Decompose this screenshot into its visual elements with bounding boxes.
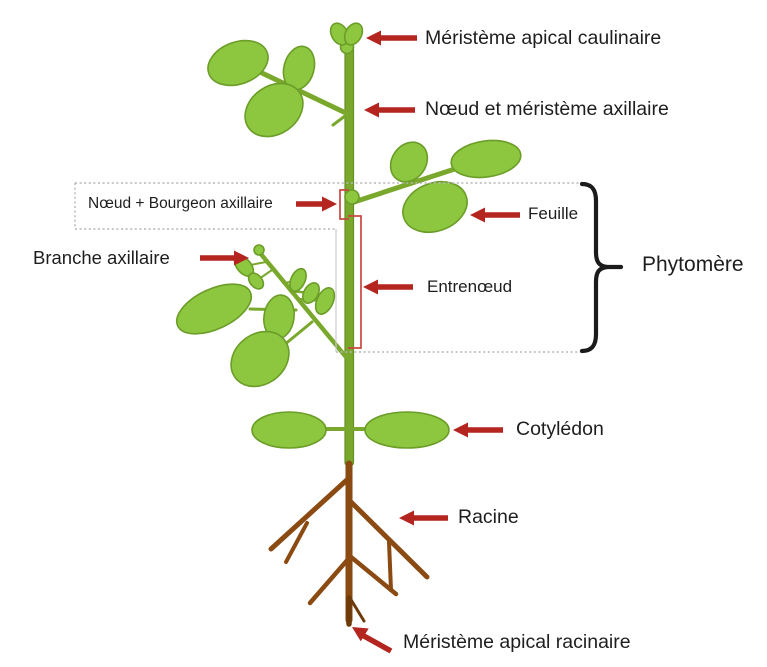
branch-tip-bud <box>253 244 265 256</box>
arrow-axillary-branch <box>200 250 249 266</box>
leaf <box>389 141 429 183</box>
label-phytomere: Phytomère <box>642 253 744 276</box>
label-node-axillary-bud: Nœud + Bourgeon axillaire <box>88 195 273 212</box>
phytomere-guides <box>74 182 584 353</box>
label-root-apical-meristem: Méristème apical racinaire <box>403 631 631 653</box>
node-red-bracket <box>339 189 349 220</box>
cotyledons <box>251 411 450 449</box>
leaf <box>244 82 304 138</box>
axillary-branch-plant <box>175 244 349 388</box>
label-cotyledon: Cotylédon <box>516 418 604 440</box>
cotyledon-right <box>364 411 450 449</box>
leaf <box>175 283 253 335</box>
arrow-root-apical-meristem <box>352 627 393 654</box>
leaf <box>230 330 290 388</box>
arrow-apical-shoot-meristem <box>366 30 417 46</box>
label-axillary-branch: Branche axillaire <box>33 247 170 268</box>
phytomere-brace <box>579 181 624 354</box>
leaf <box>289 267 307 293</box>
node-branch <box>344 139 522 234</box>
arrow-internode <box>363 279 413 295</box>
label-root: Racine <box>458 506 519 528</box>
leaf <box>247 272 265 290</box>
upper-branch <box>207 39 353 138</box>
main-stem <box>344 35 355 467</box>
label-node-axillary-meristem: Nœud et méristème axillaire <box>425 98 669 120</box>
arrow-node-axillary-bud <box>296 196 337 212</box>
plant-illustration <box>175 22 522 627</box>
label-apical-shoot-meristem: Méristème apical caulinaire <box>425 27 662 49</box>
arrow-root <box>399 510 448 526</box>
leaf <box>302 282 320 304</box>
arrow-cotyledon <box>453 422 503 438</box>
leaf <box>314 287 336 315</box>
axillary-bud <box>344 189 360 205</box>
root-system <box>268 460 430 627</box>
label-leaf: Feuille <box>528 204 579 223</box>
arrow-node-axillary-meristem <box>364 102 415 118</box>
shoot-apical-bud <box>329 22 364 55</box>
arrow-leaf <box>470 207 520 223</box>
leaf <box>450 139 522 179</box>
label-internode: Entrenœud <box>427 277 513 296</box>
leaf-feuille <box>402 180 468 234</box>
internode-red-bracket <box>348 215 362 349</box>
leaf <box>207 39 269 87</box>
cotyledon-left <box>251 411 327 449</box>
